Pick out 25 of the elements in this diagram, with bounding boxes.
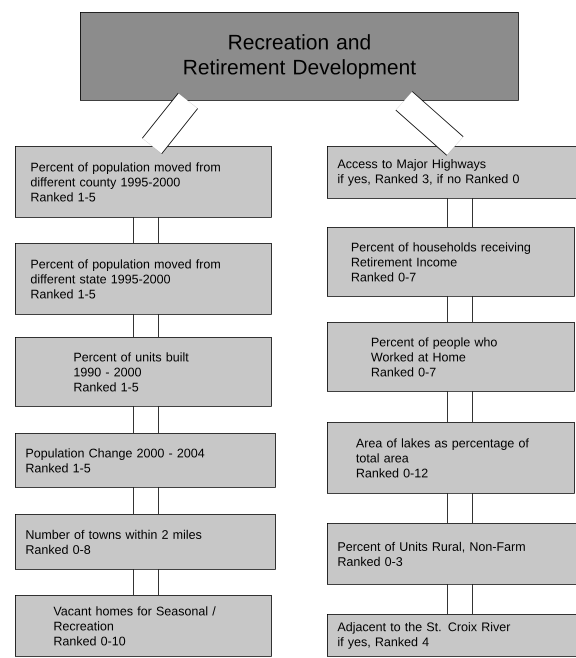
connector bbox=[396, 91, 464, 156]
criterion-box: Percent of units built 1990 - 2000 Ranked 1-5 bbox=[15, 337, 272, 407]
criterion-box: Vacant homes for Seasonal / Recreation Ranked 0-10 bbox=[15, 595, 272, 657]
connector bbox=[447, 584, 473, 614]
criterion-box: Number of towns within 2 miles Ranked 0-8 bbox=[15, 514, 276, 570]
connector bbox=[447, 296, 473, 322]
criterion-box: Adjacent to the St. Croix River if yes, Ranked 4 bbox=[327, 614, 576, 657]
criterion-box: Access to Major Highways if yes, Ranked 3, if no Ranked 0 bbox=[327, 146, 576, 199]
criterion-box: Area of lakes as percentage of total area Ranked 0-12 bbox=[327, 422, 575, 494]
criterion-box: Percent of population moved from different county 1995-2000 Ranked 1-5 bbox=[15, 146, 272, 218]
connector bbox=[133, 488, 159, 514]
connector bbox=[133, 570, 159, 595]
connector bbox=[133, 314, 159, 337]
criterion-box: Percent of people who Worked at Home Ranked 0-7 bbox=[327, 322, 575, 392]
criterion-box: Percent of population moved from different state 1995-2000 Ranked 1-5 bbox=[15, 243, 272, 315]
connector bbox=[447, 494, 473, 523]
connector bbox=[133, 218, 159, 243]
criterion-box: Percent of households receiving Retirement Income Ranked 0-7 bbox=[327, 227, 575, 297]
criterion-box: Population Change 2000 - 2004 Ranked 1-5 bbox=[15, 433, 276, 488]
connector bbox=[142, 92, 198, 154]
criterion-box: Percent of Units Rural, Non-Farm Ranked 0-3 bbox=[327, 523, 576, 585]
connector bbox=[447, 392, 473, 422]
connector bbox=[133, 406, 159, 433]
title-box: Recreation and Retirement Development bbox=[80, 12, 519, 101]
connector bbox=[447, 198, 473, 227]
